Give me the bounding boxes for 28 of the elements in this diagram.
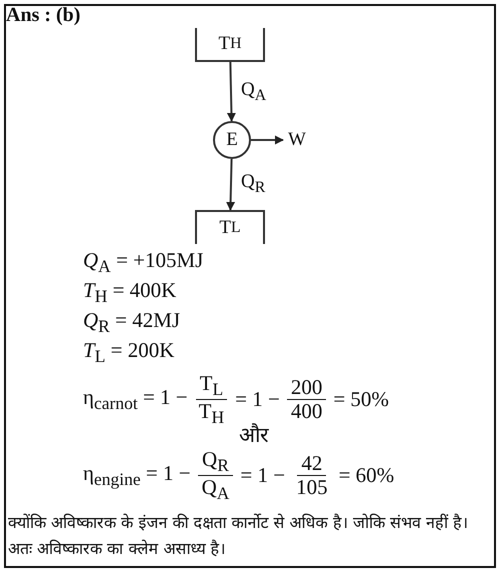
explanation-text: क्योंकि अविष्कारक के इंजन की दक्षता कार्नोट से अधिक है। जोकि संभव नहीं है। अतः अविष्कारक का क्लेम असाध्य है। <box>8 512 470 560</box>
equation-text: = 50% <box>333 387 389 412</box>
denominator: 105 <box>295 476 329 500</box>
equation-text: = 1 − <box>240 463 286 488</box>
numerator: 200 <box>286 376 326 400</box>
answer-heading: Ans : (b) <box>6 4 80 27</box>
equation-text: Q$_{A}$ = +105MJ <box>83 248 204 278</box>
denominator: 400 <box>290 400 324 424</box>
denominator: Q$_{A}$ <box>200 476 230 504</box>
equation-text: η$_{engine}$ = 1 − <box>83 461 191 491</box>
arrow <box>251 136 284 144</box>
edge-label: Q$_{R}$ <box>240 171 266 198</box>
equation-text: T$_{L}$ = 200K <box>83 338 174 368</box>
equation-text: Q$_{R}$ = 42MJ <box>83 308 180 338</box>
arrow <box>226 158 236 211</box>
equation-text: = 60% <box>338 463 394 488</box>
arrow <box>226 62 236 122</box>
equation-text: = 1 − <box>235 387 280 412</box>
equation-text: T$_{H}$ = 400K <box>83 278 176 308</box>
edge-label: Q$_{A}$ <box>240 78 266 104</box>
numerator: Q$_{R}$ <box>198 448 233 476</box>
numerator: 42 <box>297 452 326 476</box>
denominator: T$_{H}$ <box>198 400 226 428</box>
equation-text: और <box>239 422 269 448</box>
numerator: T$_{L}$ <box>196 372 228 400</box>
equation-text: η$_{carnot}$ = 1 − <box>83 385 188 415</box>
engine-circle: E <box>213 121 251 159</box>
work-output-label: W <box>286 128 308 152</box>
